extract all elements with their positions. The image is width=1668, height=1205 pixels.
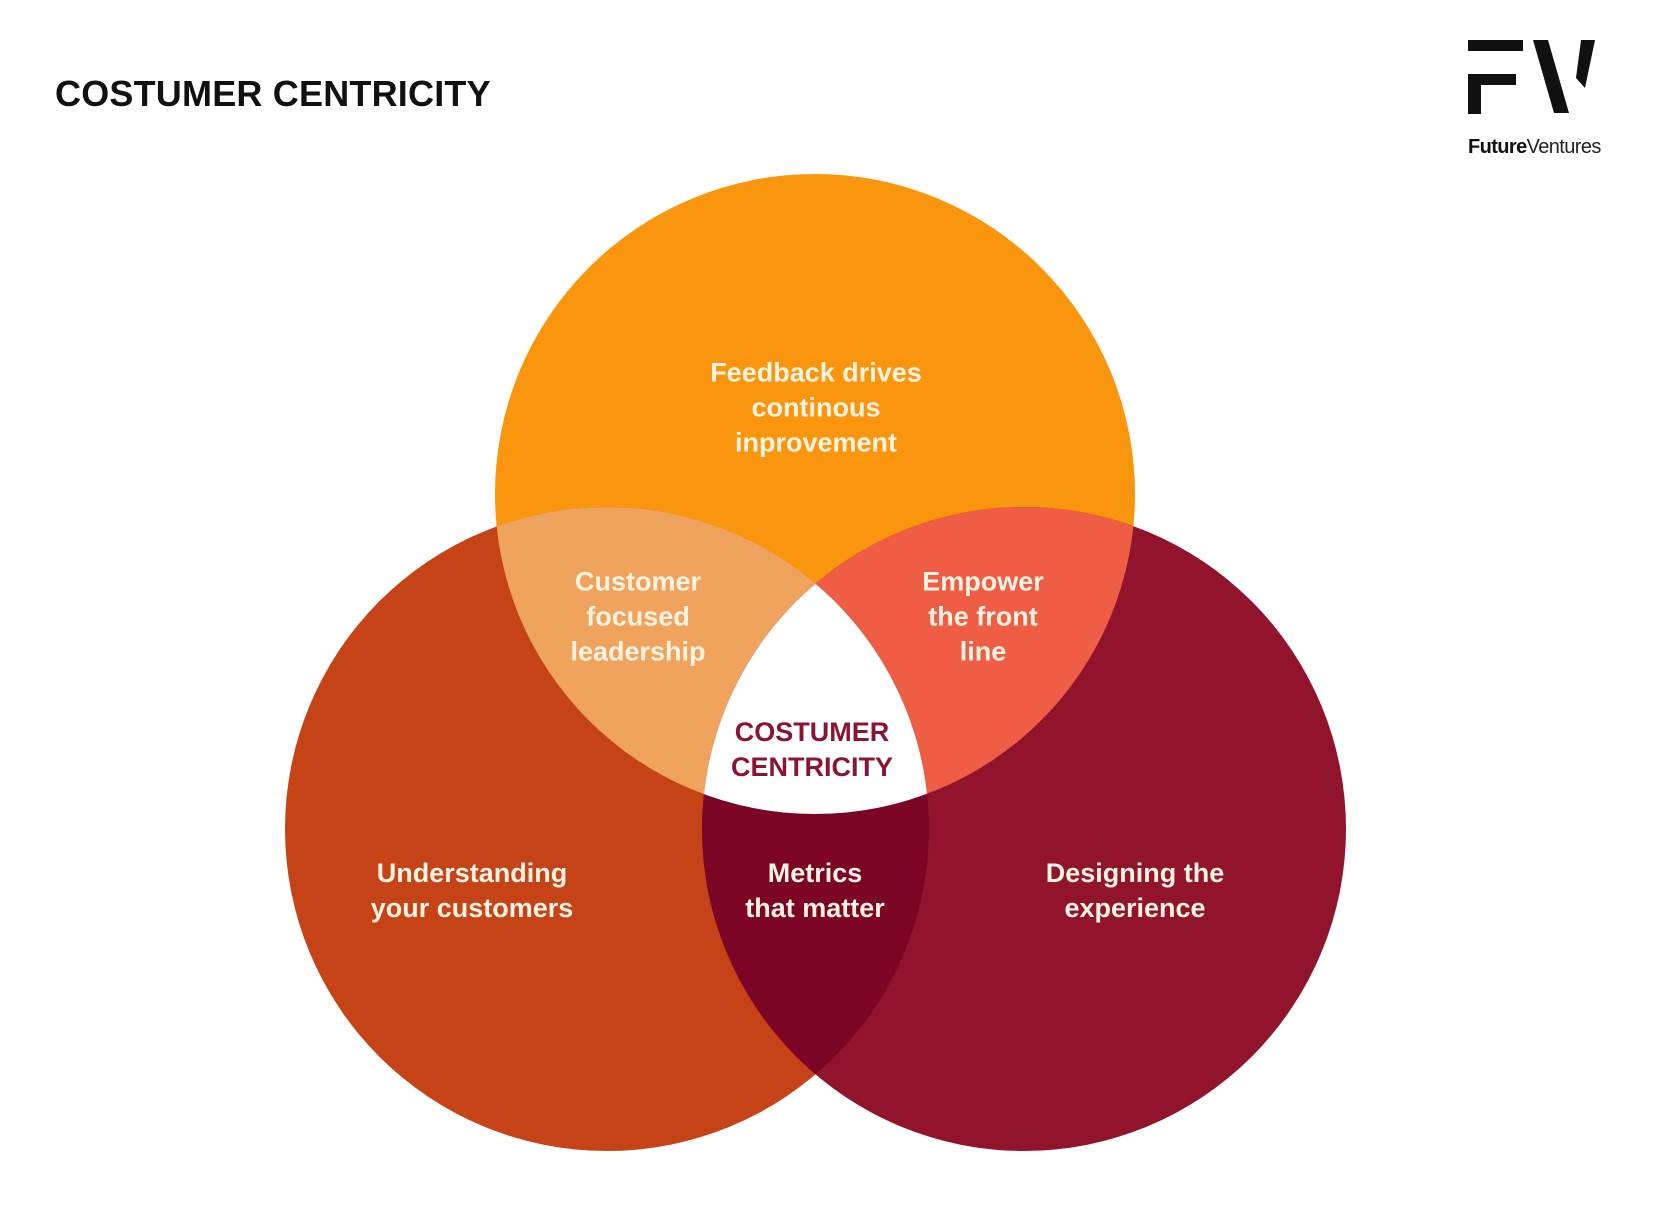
- label-center: COSTUMER CENTRICITY: [731, 717, 893, 782]
- label-empower: Empower the front line: [922, 566, 1044, 667]
- future-ventures-logo-mark: [1468, 40, 1595, 114]
- logo-name-bold: Future: [1468, 136, 1527, 158]
- label-customer-focused: Customer focused leadership: [570, 566, 706, 667]
- label-understanding: Understanding your customers: [370, 858, 574, 923]
- intersection-center: [702, 507, 929, 814]
- logo-name-light: Ventures: [1526, 136, 1602, 158]
- label-metrics: Metrics that matter: [745, 858, 885, 923]
- label-feedback: Feedback drives continous inprovement: [710, 357, 922, 458]
- page-title: COSTUMER CENTRICITY: [55, 73, 491, 114]
- future-ventures-logo-text: FutureVentures: [1468, 136, 1601, 159]
- label-designing: Designing the experience: [1045, 858, 1225, 923]
